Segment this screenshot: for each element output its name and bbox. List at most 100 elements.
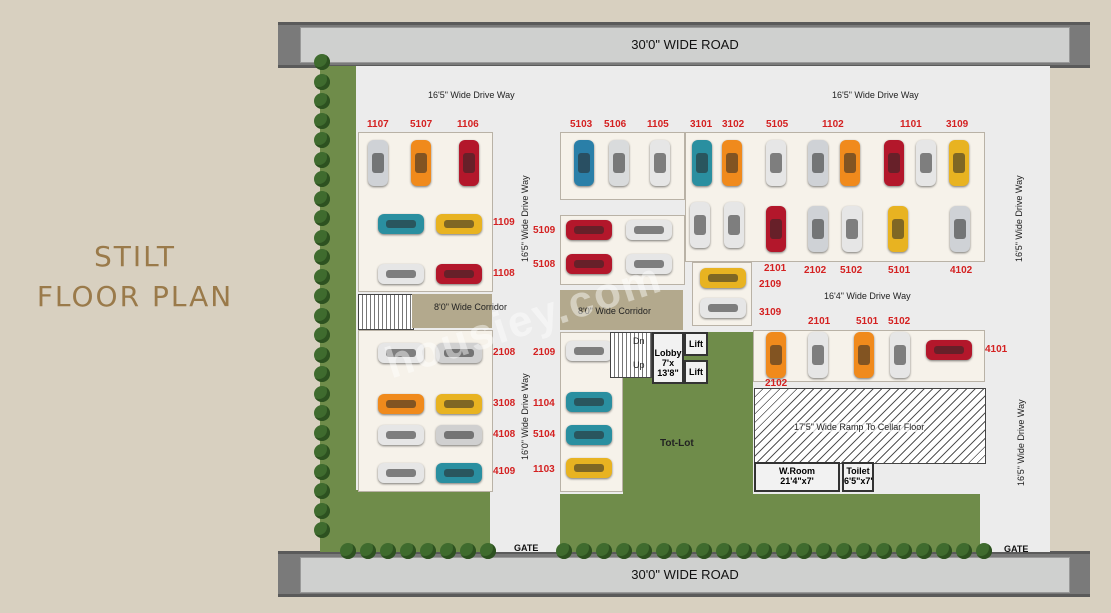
gate-right-label: GATE: [1004, 544, 1029, 554]
tree-icon: [796, 543, 812, 559]
parking-number: 5102: [840, 265, 863, 276]
tree-icon: [314, 190, 330, 207]
lobby-size2: 13'8": [657, 368, 679, 378]
car: [574, 140, 594, 186]
car: [609, 140, 629, 186]
lobby: Lobby 7'x 13'8": [652, 332, 684, 384]
car: [766, 332, 786, 378]
tree-icon: [420, 543, 436, 559]
car: [626, 220, 672, 240]
tree-icon: [716, 543, 732, 559]
parking-number: 2102: [804, 265, 827, 276]
car: [566, 341, 612, 361]
tree-icon: [916, 543, 932, 559]
car: [766, 206, 786, 252]
tree-icon: [340, 543, 356, 559]
tree-icon: [314, 307, 330, 324]
parking-number: 2109: [533, 347, 556, 358]
parking-number: 3101: [690, 119, 713, 130]
car: [566, 220, 612, 240]
tree-icon: [756, 543, 772, 559]
parking-number: 1108: [493, 268, 515, 279]
tree-icon: [314, 171, 330, 187]
parking-number: 4108: [493, 429, 516, 440]
tree-icon: [314, 210, 330, 226]
lobby-label: Lobby: [654, 348, 682, 358]
parking-number: 5103: [570, 119, 593, 130]
parking-number: 1102: [822, 119, 844, 130]
car: [378, 394, 424, 414]
car: [722, 140, 742, 186]
tree-icon: [314, 424, 330, 441]
left-corridor-label: 8'0" Wide Corridor: [434, 302, 507, 312]
car: [436, 394, 482, 414]
car: [840, 140, 860, 186]
parking-number: 1104: [533, 398, 555, 409]
car: [459, 140, 479, 186]
car: [766, 140, 786, 186]
car: [950, 206, 970, 252]
car: [436, 264, 482, 284]
top-road-label: 30'0" WIDE ROAD: [631, 37, 739, 52]
parking-number: 1105: [647, 119, 669, 130]
parking-number: 5101: [888, 265, 911, 276]
car: [436, 425, 482, 445]
lift-2: Lift: [684, 360, 708, 384]
car: [890, 332, 910, 378]
tree-icon: [314, 444, 330, 460]
car: [378, 214, 424, 234]
tree-icon: [314, 112, 330, 129]
tree-icon: [314, 366, 330, 382]
parking-number: 2108: [493, 347, 516, 358]
car: [378, 425, 424, 445]
driveway-vertical-right: 16'5" Wide Drive Way: [1014, 175, 1024, 262]
car: [692, 140, 712, 186]
driveway-top-right: 16'5" Wide Drive Way: [832, 90, 919, 100]
tree-icon: [314, 483, 330, 499]
car: [378, 463, 424, 483]
parking-number: 3102: [722, 119, 745, 130]
driveway-vertical-left: 16'5" Wide Drive Way: [520, 175, 530, 262]
w-room-size: 21'4"x7': [780, 476, 814, 486]
car: [436, 343, 482, 363]
car: [368, 140, 388, 186]
tree-icon: [314, 229, 330, 246]
tree-icon: [896, 543, 912, 559]
car: [700, 268, 746, 288]
tree-icon: [314, 385, 330, 402]
bottom-center-lawn: [560, 494, 980, 552]
toilet: Toilet 6'5"x7': [842, 462, 874, 492]
tree-icon: [314, 288, 330, 304]
tree-icon: [776, 543, 792, 559]
tree-icon: [314, 151, 330, 168]
driveway-lower-right: 16'5" Wide Drive Way: [1016, 399, 1026, 486]
parking-number: 5102: [888, 316, 911, 327]
car: [949, 140, 969, 186]
lift-1: Lift: [684, 332, 708, 356]
toilet-size: 6'5"x7': [844, 476, 873, 486]
parking-number: 5109: [533, 225, 556, 236]
parking-number: 1109: [493, 217, 515, 228]
driveway-lower-left: 16'0" Wide Drive Way: [520, 373, 530, 460]
tree-icon: [314, 502, 330, 519]
tree-icon: [400, 543, 416, 559]
car: [884, 140, 904, 186]
car: [926, 340, 972, 360]
car: [566, 254, 612, 274]
tree-icon: [656, 543, 672, 559]
car: [378, 264, 424, 284]
tree-icon: [696, 543, 712, 559]
car: [690, 202, 710, 248]
center-corridor: [560, 290, 683, 330]
tree-icon: [556, 543, 572, 559]
car: [916, 140, 936, 186]
parking-number: 2102: [765, 378, 788, 389]
tree-icon: [876, 543, 892, 559]
car: [411, 140, 431, 186]
left-corridor: [412, 294, 492, 328]
tree-icon: [956, 543, 972, 559]
tree-icon: [314, 73, 330, 90]
parking-number: 3109: [759, 307, 782, 318]
tree-icon: [314, 93, 330, 109]
car: [724, 202, 744, 248]
